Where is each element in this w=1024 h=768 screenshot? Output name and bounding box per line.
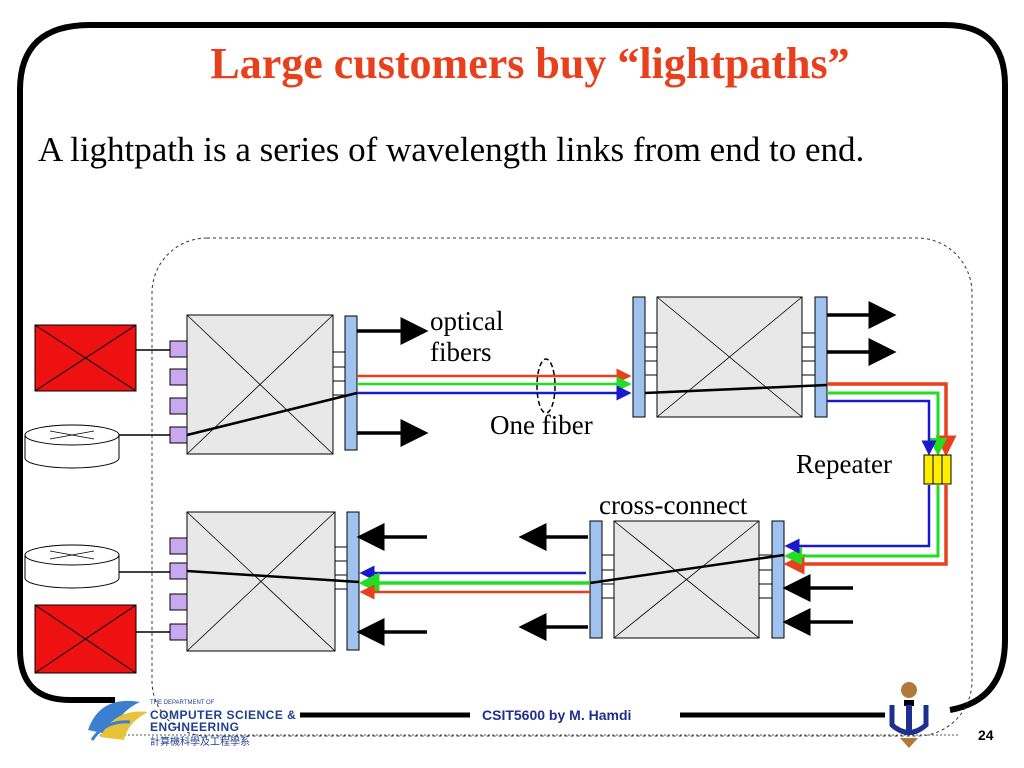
label-repeater: Repeater [796,449,892,479]
cross-connect-bottom-right [589,520,785,639]
customer-router-cylinder-top [24,424,120,469]
department-name-chinese: 計算機科學及工程學系 [150,737,250,748]
department-name-line1: COMPUTER SCIENCE & [150,708,297,722]
department-logo-icon [88,700,148,741]
label-cross-connect: cross-connect [599,490,748,520]
label-optical-fibers-line2: fibers [430,337,491,367]
slide-title: Large customers buy “lightpaths” [210,39,850,88]
slide-frame [17,22,1008,713]
lightpath-right-loop [783,382,957,575]
label-one-fiber: One fiber [490,410,593,440]
fiber-arrows [356,301,897,646]
footer-course-text: CSIT5600 by M. Hamdi [482,707,632,723]
lightpath-top-span [357,368,632,401]
department-name-small: THE DEPARTMENT OF [150,700,215,706]
cross-connect-bottom-left [169,511,360,652]
cross-connect-top-right [632,296,828,418]
cross-connect-top-left [169,314,358,455]
repeater [923,454,952,485]
slide-subtitle: A lightpath is a series of wavelength li… [38,130,865,169]
customer-router-red-top [34,324,137,392]
page-number: 24 [978,727,994,743]
lightpath-bottom-span [358,565,590,600]
network-boundary [151,237,973,737]
customer-router-cylinder-bottom [24,544,120,589]
university-logo-icon [889,682,929,748]
one-fiber-marker [536,358,556,414]
department-name-line2: ENGINEERING [150,720,240,734]
customer-router-red-bottom [34,604,137,674]
label-optical-fibers-line1: optical [430,306,503,336]
